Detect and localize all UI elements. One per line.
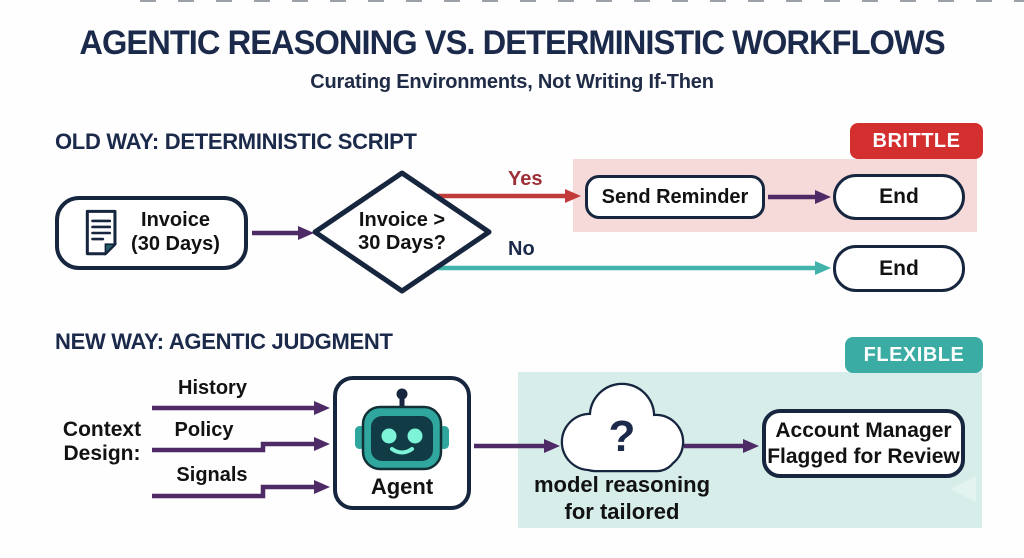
- yes-edge-label: Yes: [508, 168, 543, 190]
- context-design-label: Context Design:: [62, 418, 142, 466]
- arrow-policy: [152, 437, 330, 453]
- page-subtitle: Curating Environments, Not Writing If-Th…: [310, 71, 714, 93]
- new-way-heading: NEW WAY: AGENTIC JUDGMENT: [55, 329, 393, 354]
- invoice-document-icon: [85, 209, 118, 256]
- end-node-no: End: [833, 245, 965, 292]
- page-title: AGENTIC REASONING VS. DETERMINISTIC WORK…: [79, 24, 945, 62]
- flexible-badge: FLEXIBLE: [845, 337, 983, 373]
- outcome-node-label: Account Manager Flagged for Review: [767, 418, 960, 468]
- brittle-badge: BRITTLE: [850, 123, 983, 159]
- old-way-heading: OLD WAY: DETERMINISTIC SCRIPT: [55, 129, 417, 154]
- robot-icon: [355, 388, 449, 471]
- no-edge-label: No: [508, 238, 535, 260]
- agent-node: Agent: [333, 376, 471, 510]
- input-label-history: History: [178, 377, 247, 399]
- invoice-node: Invoice (30 Days): [55, 196, 248, 270]
- cloud-caption: model reasoning for tailored: [533, 472, 711, 524]
- decision-node-label: Invoice > 30 Days?: [358, 209, 446, 254]
- cloud-question-mark: ?: [608, 412, 636, 461]
- send-reminder-node: Send Reminder: [585, 175, 765, 219]
- cropped-top-text-artifact: [140, 0, 1024, 2]
- invoice-node-label: Invoice (30 Days): [131, 209, 220, 255]
- agent-node-label: Agent: [370, 474, 434, 499]
- arrow-signals: [152, 480, 330, 499]
- outcome-node: Account Manager Flagged for Review: [762, 409, 965, 478]
- end-node-yes: End: [833, 174, 965, 220]
- input-label-signals: Signals: [176, 464, 248, 486]
- input-label-policy: Policy: [174, 419, 234, 441]
